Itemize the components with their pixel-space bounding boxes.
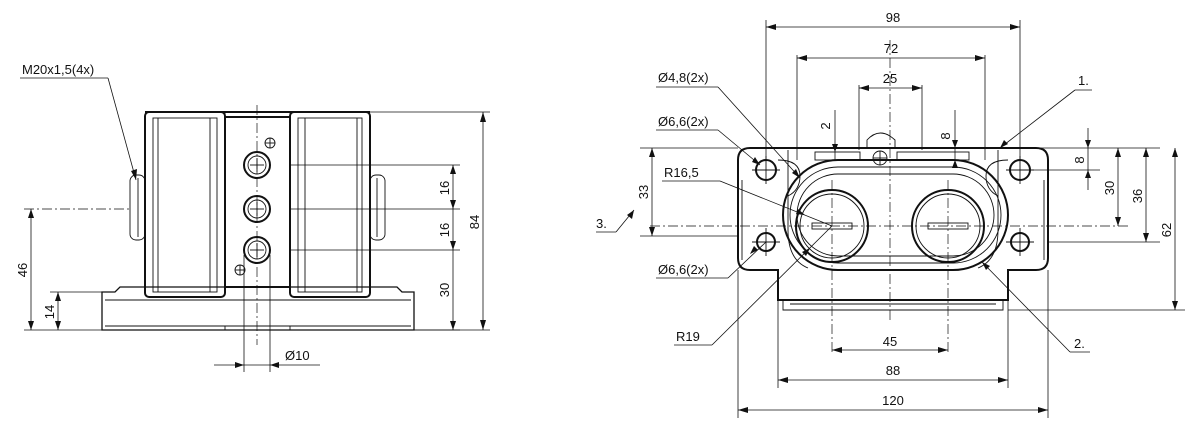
- dim-axis-height-46: 46: [15, 263, 30, 277]
- mounting-hole-bottom-right: [1006, 228, 1034, 256]
- dim-base-height-14: 14: [42, 305, 57, 319]
- dim-width-98: 98: [886, 10, 900, 25]
- oval-window: [782, 159, 1009, 271]
- side-gland-right: [369, 174, 386, 241]
- callout-r165: R16,5: [664, 165, 699, 180]
- dim-width-72: 72: [884, 41, 898, 56]
- right-view: 98 72 25 2 8 8 30: [596, 10, 1185, 418]
- dim-height-33: 33: [636, 185, 651, 199]
- dim-height-84: 84: [467, 215, 482, 229]
- callout-thread: M20x1,5(4x): [22, 62, 94, 77]
- side-gland-left: [129, 174, 146, 241]
- dim-hole-8: 8: [1072, 156, 1087, 163]
- dim-slot-8: 8: [938, 132, 953, 139]
- callout-hole-66-bottom: Ø6,6(2x): [658, 262, 709, 277]
- dim-height-62: 62: [1159, 223, 1174, 237]
- port-strip: [224, 105, 291, 345]
- callout-hole-48: Ø4,8(2x): [658, 70, 709, 85]
- mounting-hole-top-right: [1006, 156, 1034, 184]
- dim-port-height-30: 30: [437, 283, 452, 297]
- dim-pitch-upper: 16: [437, 181, 452, 195]
- dim-height-30: 30: [1102, 181, 1117, 195]
- label-2: 2.: [1074, 336, 1085, 351]
- dim-slot-2: 2: [818, 122, 833, 129]
- body-right-block: [289, 111, 371, 298]
- mounting-flange: [737, 147, 1049, 311]
- label-1: 1.: [1078, 73, 1089, 88]
- dim-width-88: 88: [886, 363, 900, 378]
- dim-pitch-lower: 16: [437, 223, 452, 237]
- body-left-block: [144, 111, 226, 298]
- dim-width-45: 45: [883, 334, 897, 349]
- left-view: 84 16 16 30 46 14 Ø10: [15, 62, 490, 372]
- dim-height-36: 36: [1130, 189, 1145, 203]
- callout-r19: R19: [676, 329, 700, 344]
- label-3: 3.: [596, 216, 607, 231]
- base-plate: [101, 286, 415, 331]
- dim-port-diameter: Ø10: [285, 348, 310, 363]
- callout-hole-66-top: Ø6,6(2x): [658, 114, 709, 129]
- dim-width-120: 120: [882, 393, 904, 408]
- dim-width-25: 25: [883, 71, 897, 86]
